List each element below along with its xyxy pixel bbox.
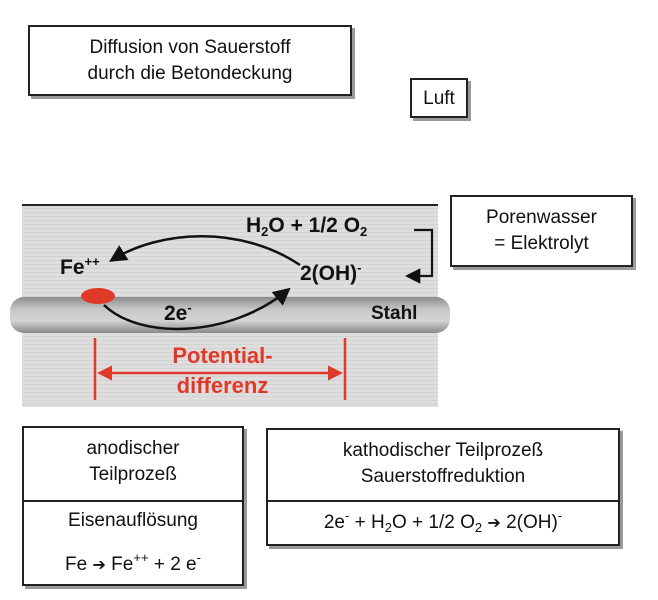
pore-water-line2: = Elektrolyt [494,233,589,254]
diffusion-box: Diffusion von Sauerstoff durch die Beton… [28,25,352,96]
hydroxide-label: 2(OH)- [300,260,362,285]
steel-label: Stahl [371,303,418,324]
air-box: Luft [410,78,468,118]
anode-corrosion-spot [81,288,115,304]
reaction-arrow-icon: ➔ [92,557,106,574]
diffusion-line1: Diffusion von Sauerstoff [89,37,291,58]
iron-ion-label: Fe++ [60,254,100,279]
anodic-process-box: anodischer Teilprozeß Eisenauflösung Fe … [22,426,244,586]
cathodic-title: kathodischer Teilprozeß Sauerstoffredukt… [342,440,544,487]
anodic-title: anodischer Teilprozeß [86,438,180,485]
potential-difference-label: Potential- differenz [172,343,273,398]
oxygen-water-reactants: H2O + 1/2 O2 [246,214,368,239]
cathodic-equation: 2e- + H2O + 1/2 O2 ➔ 2(OH)- [323,508,563,535]
anodic-equation: Fe ➔ Fe++ + 2 e- [65,550,201,575]
reduction-arrow [404,228,434,284]
anodic-process-name: Eisenauflösung [68,510,198,531]
diffusion-line2: durch die Betondeckung [87,63,293,84]
cathodic-divider [268,500,618,502]
hydroxide-arrow [109,235,301,267]
reaction-arrow-icon: ➔ [487,515,501,532]
electron-arrow [103,287,291,331]
cathodic-process-box: kathodischer Teilprozeß Sauerstoffredukt… [266,428,620,546]
steel-bar [10,297,450,333]
anodic-divider [24,500,242,502]
electron-label: 2e- [164,300,192,325]
pore-water-line1: Porenwasser [486,207,597,228]
pore-water-box: Porenwasser = Elektrolyt [450,195,633,267]
air-label: Luft [423,88,455,109]
